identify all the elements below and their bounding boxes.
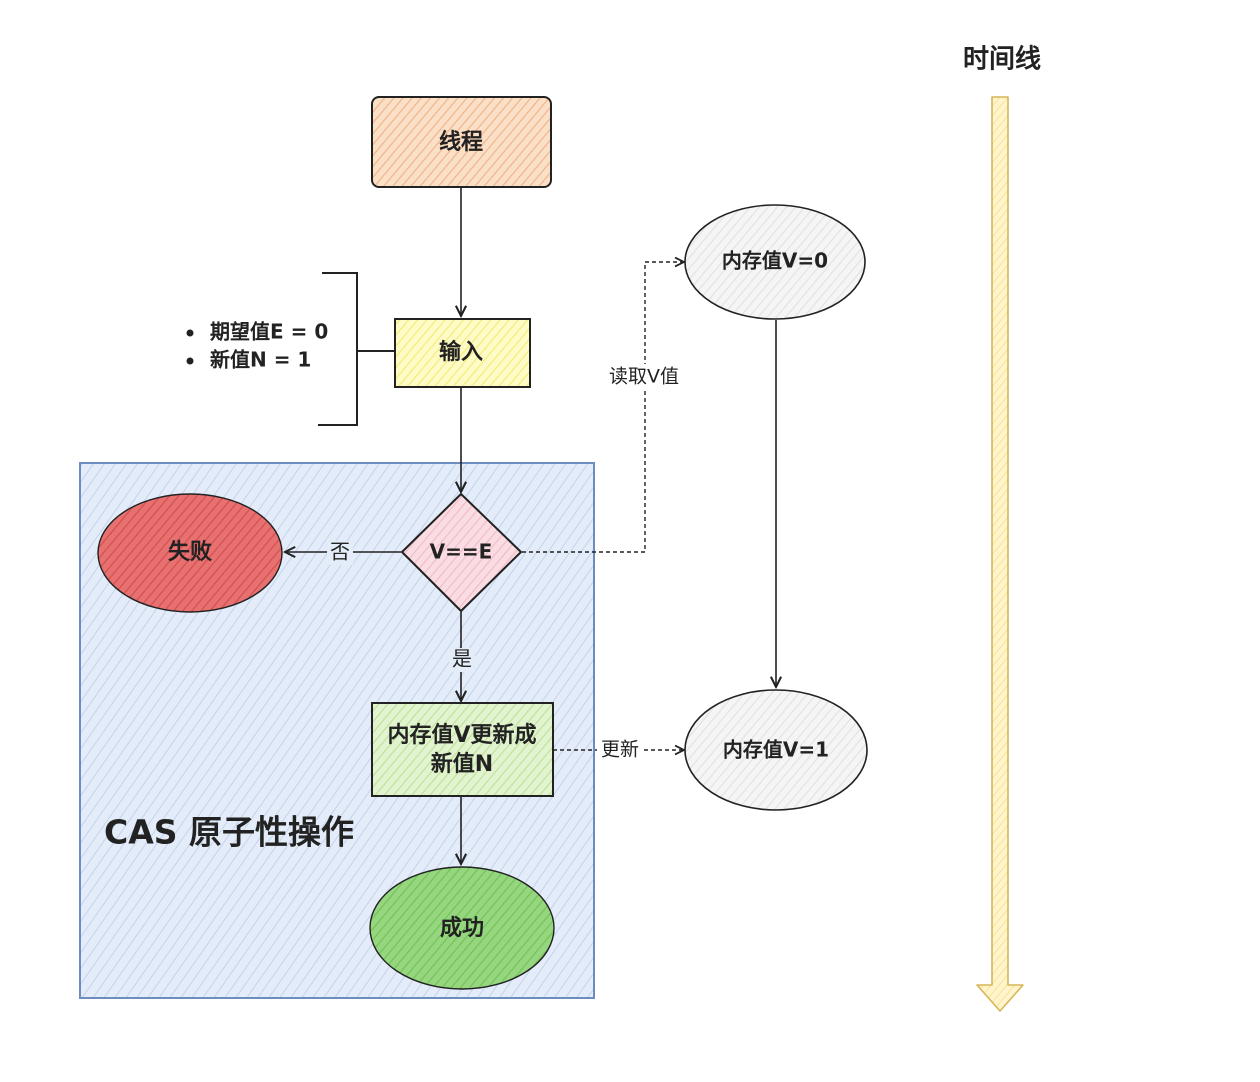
edge-labels: 否 是 读取V值 更新	[327, 364, 686, 763]
update-label-line2: 新值N	[431, 751, 493, 777]
edge-label-update: 更新	[601, 739, 639, 761]
param-new-value: 新值N = 1	[210, 348, 311, 372]
fail-label: 失败	[168, 540, 212, 565]
bullet-icon	[186, 329, 194, 337]
input-params-list: 期望值E = 0 新值N = 1	[186, 320, 328, 372]
edge-label-no: 否	[330, 540, 350, 564]
fail-node: 失败	[97, 493, 283, 613]
thread-node: 线程	[371, 96, 552, 188]
compare-node: V==E	[401, 493, 522, 612]
memory-v0-label: 内存值V=0	[722, 249, 828, 273]
update-node: 内存值V更新成 新值N	[371, 702, 554, 797]
memory-v1-node: 内存值V=1	[684, 689, 868, 811]
memory-v1-label: 内存值V=1	[723, 738, 829, 762]
success-node: 成功	[369, 866, 555, 990]
update-label-line1: 内存值V更新成	[387, 722, 536, 748]
memory-v0-node: 内存值V=0	[684, 204, 866, 320]
edge-label-yes: 是	[452, 647, 472, 671]
input-node: 输入	[394, 318, 531, 388]
success-label: 成功	[440, 916, 484, 941]
edge-label-read-v: 读取V值	[609, 366, 679, 388]
timeline-arrow	[976, 96, 1024, 1012]
timeline-label: 时间线	[963, 45, 1041, 75]
thread-label: 线程	[439, 129, 483, 155]
input-params-brace	[318, 272, 395, 426]
cas-box-title: CAS 原子性操作	[104, 813, 354, 852]
edge-read-v	[522, 262, 684, 553]
bullet-icon	[186, 357, 194, 365]
compare-label: V==E	[430, 540, 493, 564]
timeline: 时间线	[963, 45, 1041, 1012]
input-label: 输入	[439, 339, 483, 365]
param-expected-value: 期望值E = 0	[210, 320, 328, 344]
